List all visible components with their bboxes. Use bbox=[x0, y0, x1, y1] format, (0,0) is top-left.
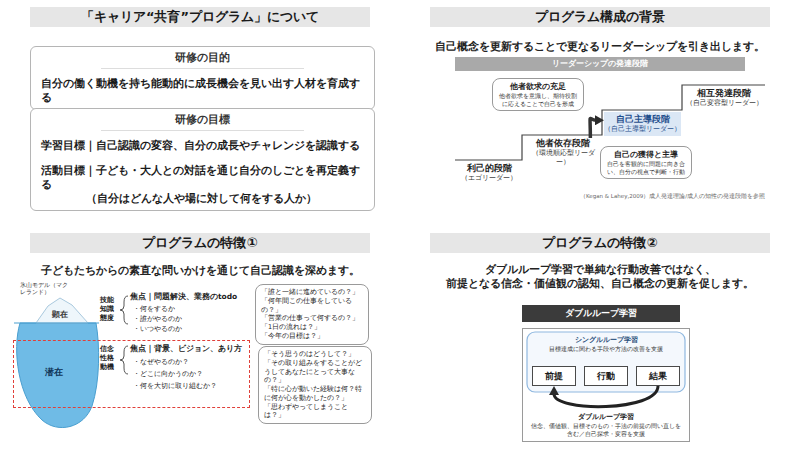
stage-step: 他者依存段階（環境順応型リーダー） bbox=[525, 138, 601, 166]
iceberg-label: 潜在 bbox=[45, 366, 63, 379]
node-text: ・どこに向かうのか？ bbox=[133, 369, 203, 379]
node-text: 相互発達段階 bbox=[685, 88, 763, 99]
node-text: 研修の目的 bbox=[101, 51, 304, 69]
node-text: （エゴリーダー） bbox=[458, 174, 520, 182]
node-text: 自己を客観的に問題に向き合い、自分の視点で判断・行動 bbox=[605, 160, 687, 176]
node-text: 他者欲求の充足 bbox=[497, 82, 579, 92]
question-bubble: 「誰と一緒に進めているの？」「何年間この仕事をしているの？」「営業の仕事って何す… bbox=[255, 284, 369, 345]
node-text: ダブルループ学習 bbox=[522, 305, 680, 322]
brace bbox=[120, 296, 128, 324]
node-text: 信念 性格 動機 bbox=[100, 345, 117, 372]
node-text: （自己変容型リーダー） bbox=[685, 99, 763, 107]
node-text: 「特に心が動いた経験は何？特に何が心を動かしたの？」 bbox=[264, 385, 366, 403]
node-text: 他者依存段階 bbox=[525, 138, 601, 149]
stage-bar: リーダーシップの発達段階 bbox=[455, 57, 745, 71]
node-text: 「何年間この仕事をしているの？」 bbox=[261, 297, 363, 315]
node-text: 自己主導段階 bbox=[604, 114, 681, 125]
loop-frame: シングルループ学習目標達成に関わる手段や方法の改善を支援ダブルループ学習信念、価… bbox=[522, 328, 690, 442]
question-bubble: 「そう思うのはどうして？」「その取り組みをすることがどうしてあなたにとって大事な… bbox=[258, 346, 372, 424]
node-text: 研修の目標 bbox=[101, 113, 304, 131]
node-text: 目標達成に関わる手段や方法の改善を支援 bbox=[523, 345, 689, 354]
node-text: プログラム構成の背景 bbox=[430, 7, 770, 27]
node-text: ・何を大切に取り組むか？ bbox=[133, 381, 217, 391]
node-text: プログラムの特徴② bbox=[430, 233, 770, 253]
loop-step-box: 行動 bbox=[584, 366, 628, 386]
node-text: 「その取り組みをすることがどうしてあなたにとって大事なの？」 bbox=[264, 359, 366, 385]
speech-bubble: 自己の獲得と主導自己を客観的に問題に向き合い、自分の視点で判断・行動 bbox=[600, 146, 692, 179]
curved-arrow bbox=[590, 118, 596, 138]
purpose-box: 研修の目的自分の働く動機を持ち能動的に成長機会を見い出す人材を育成する bbox=[30, 46, 375, 110]
brace bbox=[120, 346, 128, 374]
goal-box: 研修の目標学習目標｜自己認識の変容、自分の成長やチャレンジを認識する活動目標｜子… bbox=[30, 108, 375, 211]
node-text: ・なぜやるのか？ bbox=[133, 357, 189, 367]
loop-step-box: 前提 bbox=[532, 366, 576, 386]
section-header: 「キャリア“共育”プログラム」について bbox=[30, 7, 370, 27]
subtitle: ダブルループ学習で単純な行動改善ではなく、 前提となる信念・価値観の認知、自己概… bbox=[445, 262, 755, 290]
node-text: 「今年の目標は？」 bbox=[261, 332, 363, 341]
node-text: 「1日の流れは？」 bbox=[261, 323, 363, 332]
dark-title-box: ダブルループ学習 bbox=[522, 305, 680, 322]
bullet-text: ・いつやるのか bbox=[133, 324, 182, 334]
section-header: プログラム構成の背景 bbox=[430, 7, 770, 27]
section-header: プログラムの特徴② bbox=[430, 233, 770, 253]
stage-step: 利己的段階（エゴリーダー） bbox=[458, 163, 520, 183]
section-header: プログラムの特徴① bbox=[30, 233, 370, 253]
node-text: 焦点｜背景、ビジョン、あり方 bbox=[130, 344, 242, 354]
speech-bubble: 他者欲求の充足他者欲求を意識し、期待役割に応えることで自己を形成 bbox=[492, 78, 584, 111]
node-text: 「思わずやってしまうことは？」 bbox=[264, 403, 366, 421]
node-text: プログラムの特徴① bbox=[30, 233, 370, 253]
node-text: 行動 bbox=[585, 367, 627, 385]
footnote: （Kegan & Lahey,2009）成人発達理論/成人の知性の発達段階を参照 bbox=[540, 193, 765, 200]
loop-step-box: 結果 bbox=[636, 366, 680, 386]
stage-step: 相互発達段階（自己変容型リーダー） bbox=[685, 88, 763, 108]
node-text: 学習目標｜自己認識の変容、自分の成長やチャレンジを認識する bbox=[41, 139, 364, 153]
model-caption: 氷山モデル（マクレランド） bbox=[20, 282, 68, 295]
node-text: 前提 bbox=[533, 367, 575, 385]
node-text: 自分の働く動機を持ち能動的に成長機会を見い出す人材を育成する bbox=[41, 77, 364, 105]
node-text: 結果 bbox=[637, 367, 679, 385]
iceberg-label: 顕在 bbox=[52, 309, 68, 320]
node-text: 活動目標｜子ども・大人との対話を通じ自分のしごとを再定義する bbox=[41, 164, 364, 192]
node-text: ダブルループ学習 bbox=[523, 412, 689, 422]
subtitle: 子どもたちからの素直な問いかけを通じて自己認識を深めます。 bbox=[30, 264, 370, 278]
node-text: （自分はどんな人や場に対して何をする人か） bbox=[41, 192, 364, 206]
node-text: 「誰と一緒に進めているの？」 bbox=[261, 288, 363, 297]
iceberg-submerged bbox=[17, 323, 99, 428]
node-text: 「そう思うのはどうして？」 bbox=[264, 350, 366, 359]
node-text: シングルループ学習 bbox=[523, 335, 689, 345]
curved-arrow bbox=[554, 386, 658, 407]
subtitle: 自己概念を更新することで更なるリーダーシップを引き出します。 bbox=[430, 40, 770, 54]
node-text: 信念、価値観、目標そのもの・手法の前提の問い直しを含む／自己探求・変容を支援 bbox=[531, 422, 681, 438]
trait-list: 技能 知識 態度 bbox=[100, 296, 117, 323]
focus-text: 焦点｜問題解決、業務のtodo bbox=[130, 292, 237, 302]
node-text: 「キャリア“共育”プログラム」について bbox=[30, 7, 370, 27]
node-text: 「営業の仕事って何するの？」 bbox=[261, 314, 363, 323]
node-text: 利己的段階 bbox=[458, 163, 520, 174]
node-text: 他者欲求を意識し、期待役割に応えることで自己を形成 bbox=[497, 92, 579, 108]
water-line bbox=[14, 322, 99, 323]
node-text: （環境順応型リーダー） bbox=[525, 149, 601, 166]
stage-step-highlight: 自己主導段階（自己主導型リーダー） bbox=[604, 112, 681, 136]
bullet-text: ・何をするか bbox=[133, 304, 175, 314]
node-text: 自己の獲得と主導 bbox=[605, 150, 687, 160]
node-text: （自己主導型リーダー） bbox=[604, 125, 681, 133]
bullet-text: ・誰がやるのか bbox=[133, 314, 182, 324]
iceberg-visible bbox=[36, 298, 88, 323]
node-text: リーダーシップの発達段階 bbox=[455, 57, 745, 71]
